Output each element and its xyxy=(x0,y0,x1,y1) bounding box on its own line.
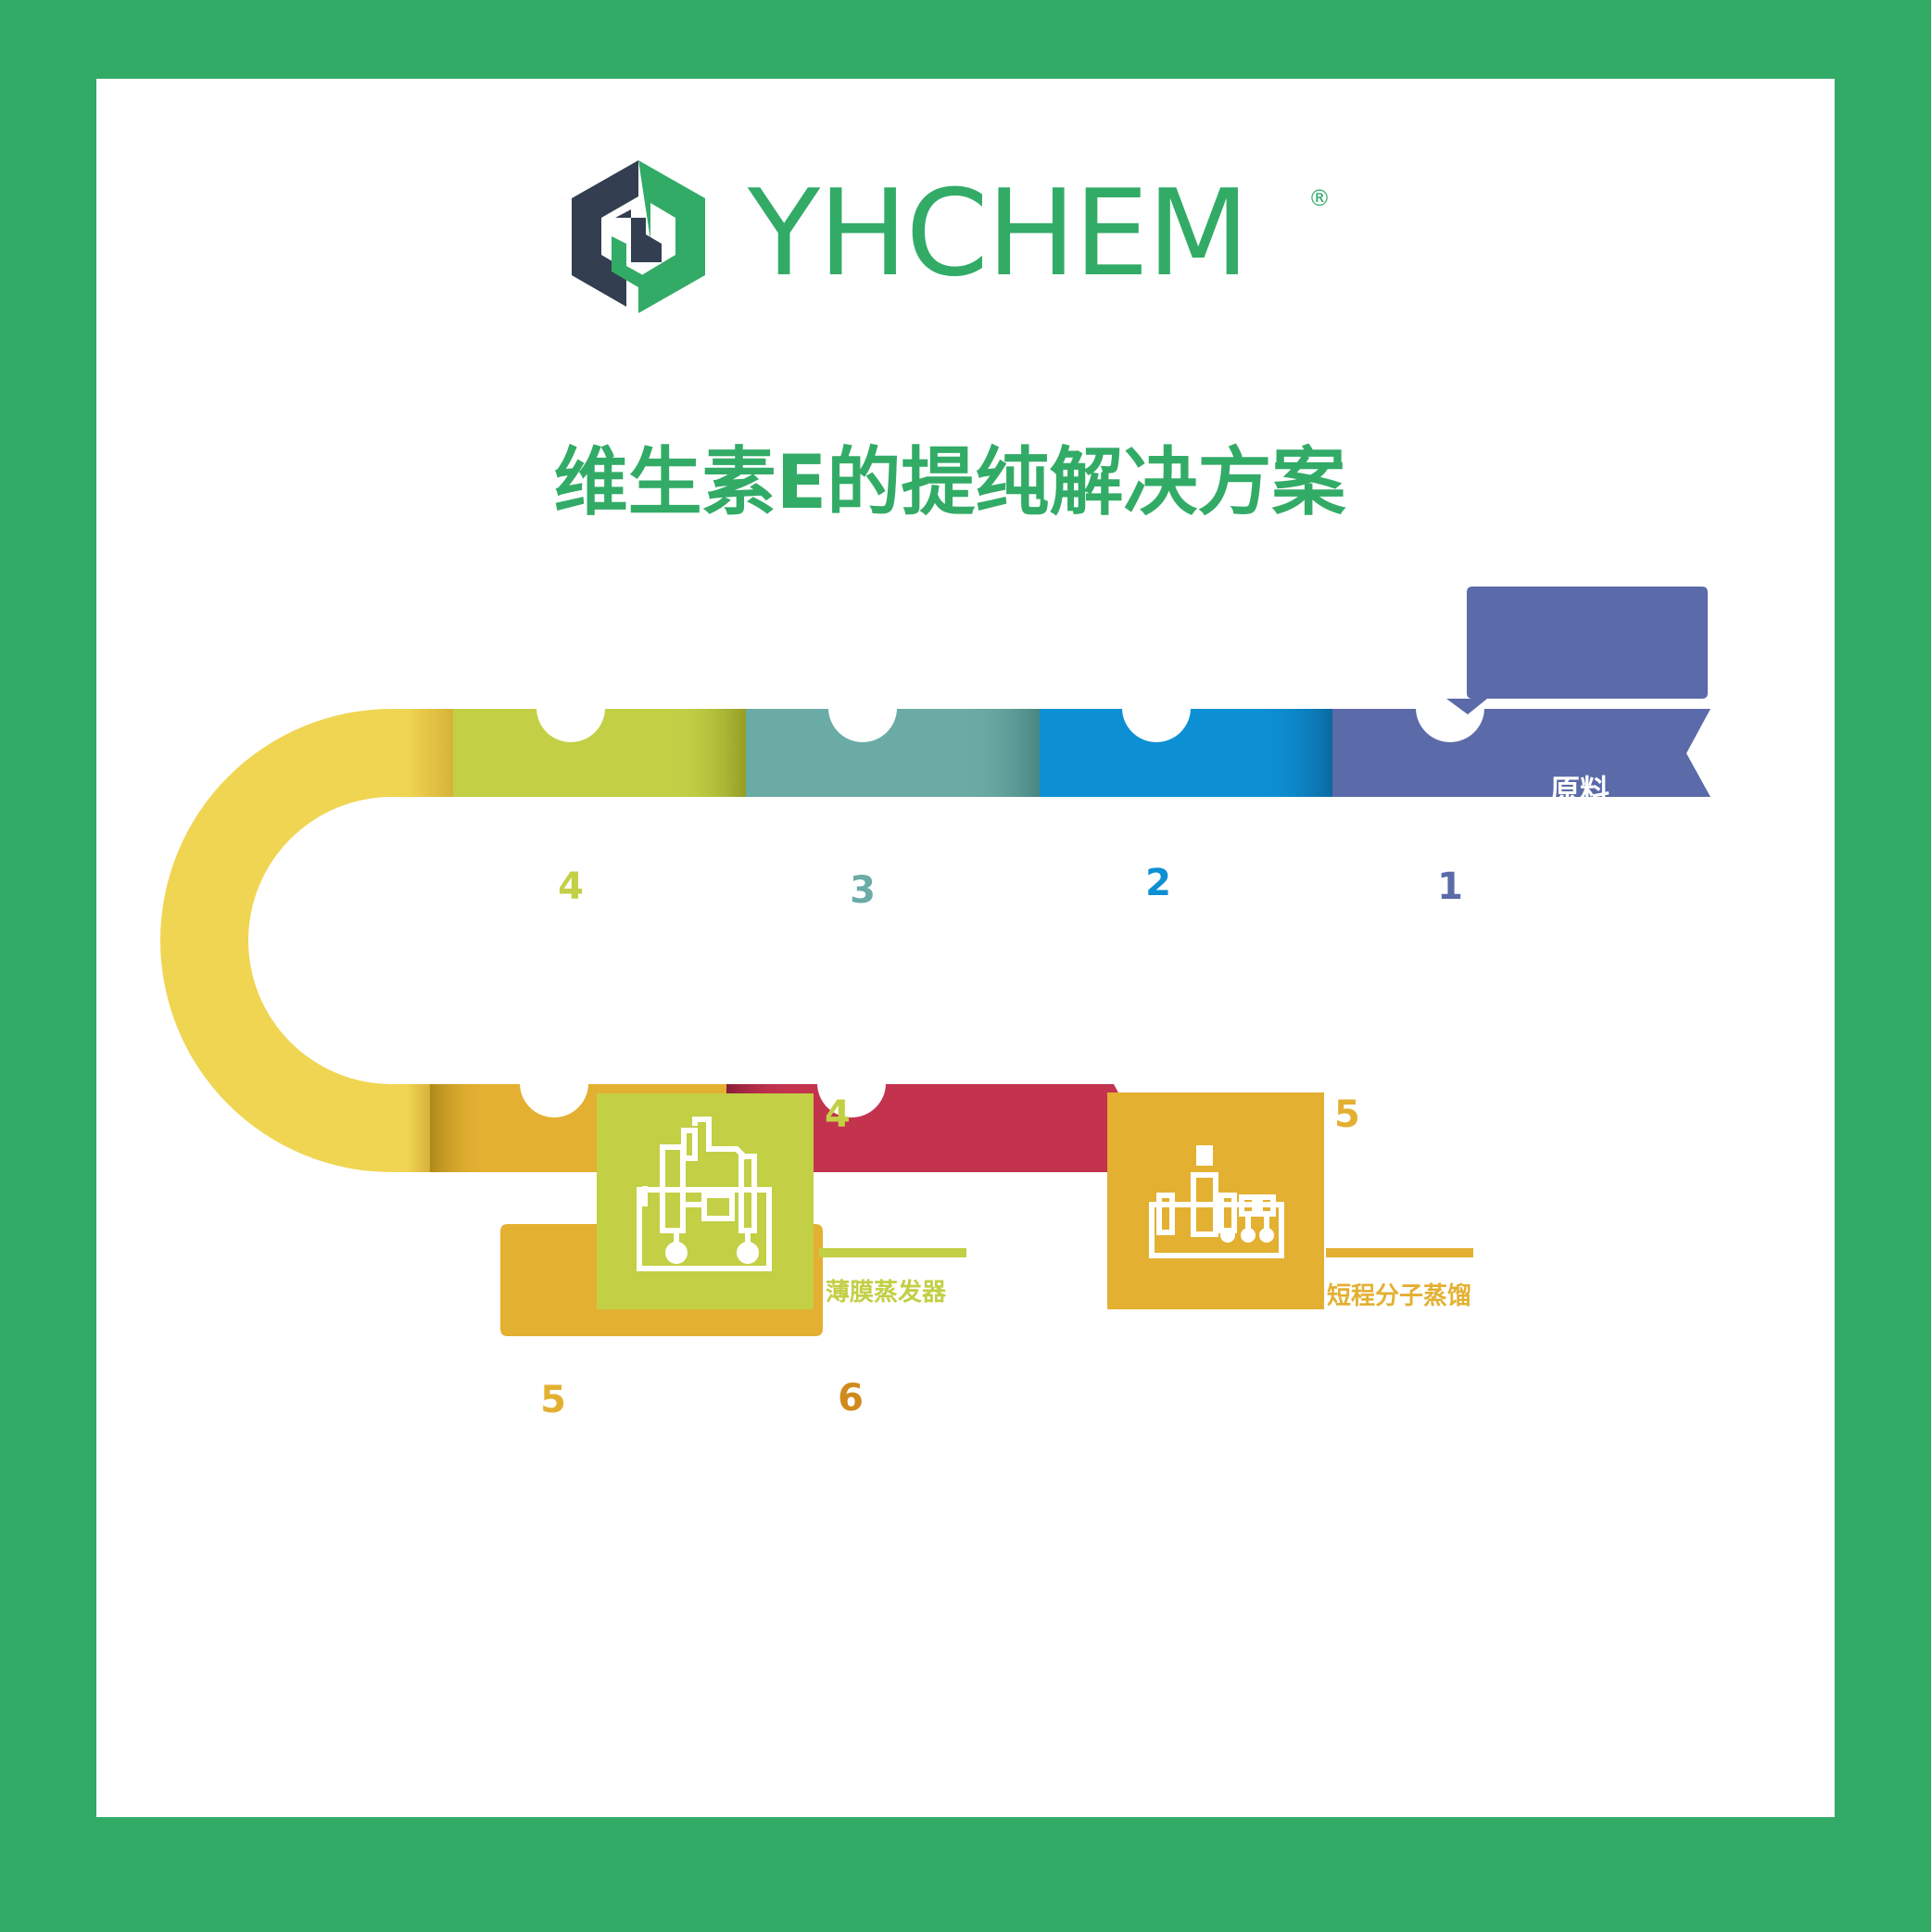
step-3-number: 3 xyxy=(850,869,876,912)
step-5-label: 一级分子蒸馏 xyxy=(589,1435,778,1472)
registered-mark: ® xyxy=(1308,185,1331,211)
step-2-number: 2 xyxy=(1145,862,1171,904)
step-6-label-line2: 浓缩产品 xyxy=(911,1458,1037,1495)
brand-wordmark: YHCHEM xyxy=(748,165,1249,303)
page-title: 维生素E的提纯解决方案 xyxy=(553,439,1346,525)
step-1-label: 玉米油 xyxy=(1532,921,1626,958)
flow-curve xyxy=(160,709,407,1172)
content-panel xyxy=(96,79,1835,1817)
residual-oil-label-line1: 残留油 xyxy=(620,1559,703,1591)
step-5-circle xyxy=(520,1049,588,1118)
equipment-4-label: 薄膜蒸发器 xyxy=(826,1279,947,1307)
thin-film-evaporator-icon xyxy=(637,1117,772,1271)
step-4-shade xyxy=(672,709,746,797)
step-2-circle xyxy=(1122,674,1191,742)
step-6-circle xyxy=(817,1049,886,1118)
raw-material-callout xyxy=(1446,587,1708,717)
logo-hexagon-green xyxy=(638,160,705,313)
logo-link-center xyxy=(615,209,662,262)
step-5-shade xyxy=(430,1084,486,1172)
step-6-number: 6 xyxy=(838,1377,864,1420)
diagram-canvas xyxy=(160,160,1710,1336)
curve-end-bottom xyxy=(407,1084,430,1172)
step-4-circle xyxy=(536,674,605,742)
equipment-4-underline xyxy=(819,1248,966,1257)
step-1-number: 1 xyxy=(1437,865,1463,908)
equipment-5-label: 短程分子蒸馏 xyxy=(1327,1282,1472,1310)
step-3-circle xyxy=(828,674,897,742)
logo-link-lower xyxy=(612,236,643,290)
logo-mark xyxy=(572,160,705,313)
step-3-label: 水洗 xyxy=(949,927,1012,964)
residual-oil-label-line2: (可出售) xyxy=(607,1596,716,1628)
equipment-5-underline xyxy=(1326,1248,1473,1257)
step-3-shade xyxy=(966,709,1040,797)
step-4-label: 脱水脱气 xyxy=(625,927,751,964)
step-2-label: 碱炼 xyxy=(1244,927,1307,964)
short-path-distillation-icon xyxy=(1149,1145,1284,1258)
step-2-shade xyxy=(1258,709,1332,797)
curve-end-top xyxy=(407,709,453,797)
step-6-label-line1: 维生素E xyxy=(911,1414,1028,1451)
raw-material-label: 原料 xyxy=(1549,773,1610,808)
step-4-number: 4 xyxy=(558,865,584,908)
equipment-5-number: 5 xyxy=(1334,1093,1360,1136)
equipment-4-number: 4 xyxy=(825,1093,851,1136)
step-5-number: 5 xyxy=(540,1379,566,1421)
